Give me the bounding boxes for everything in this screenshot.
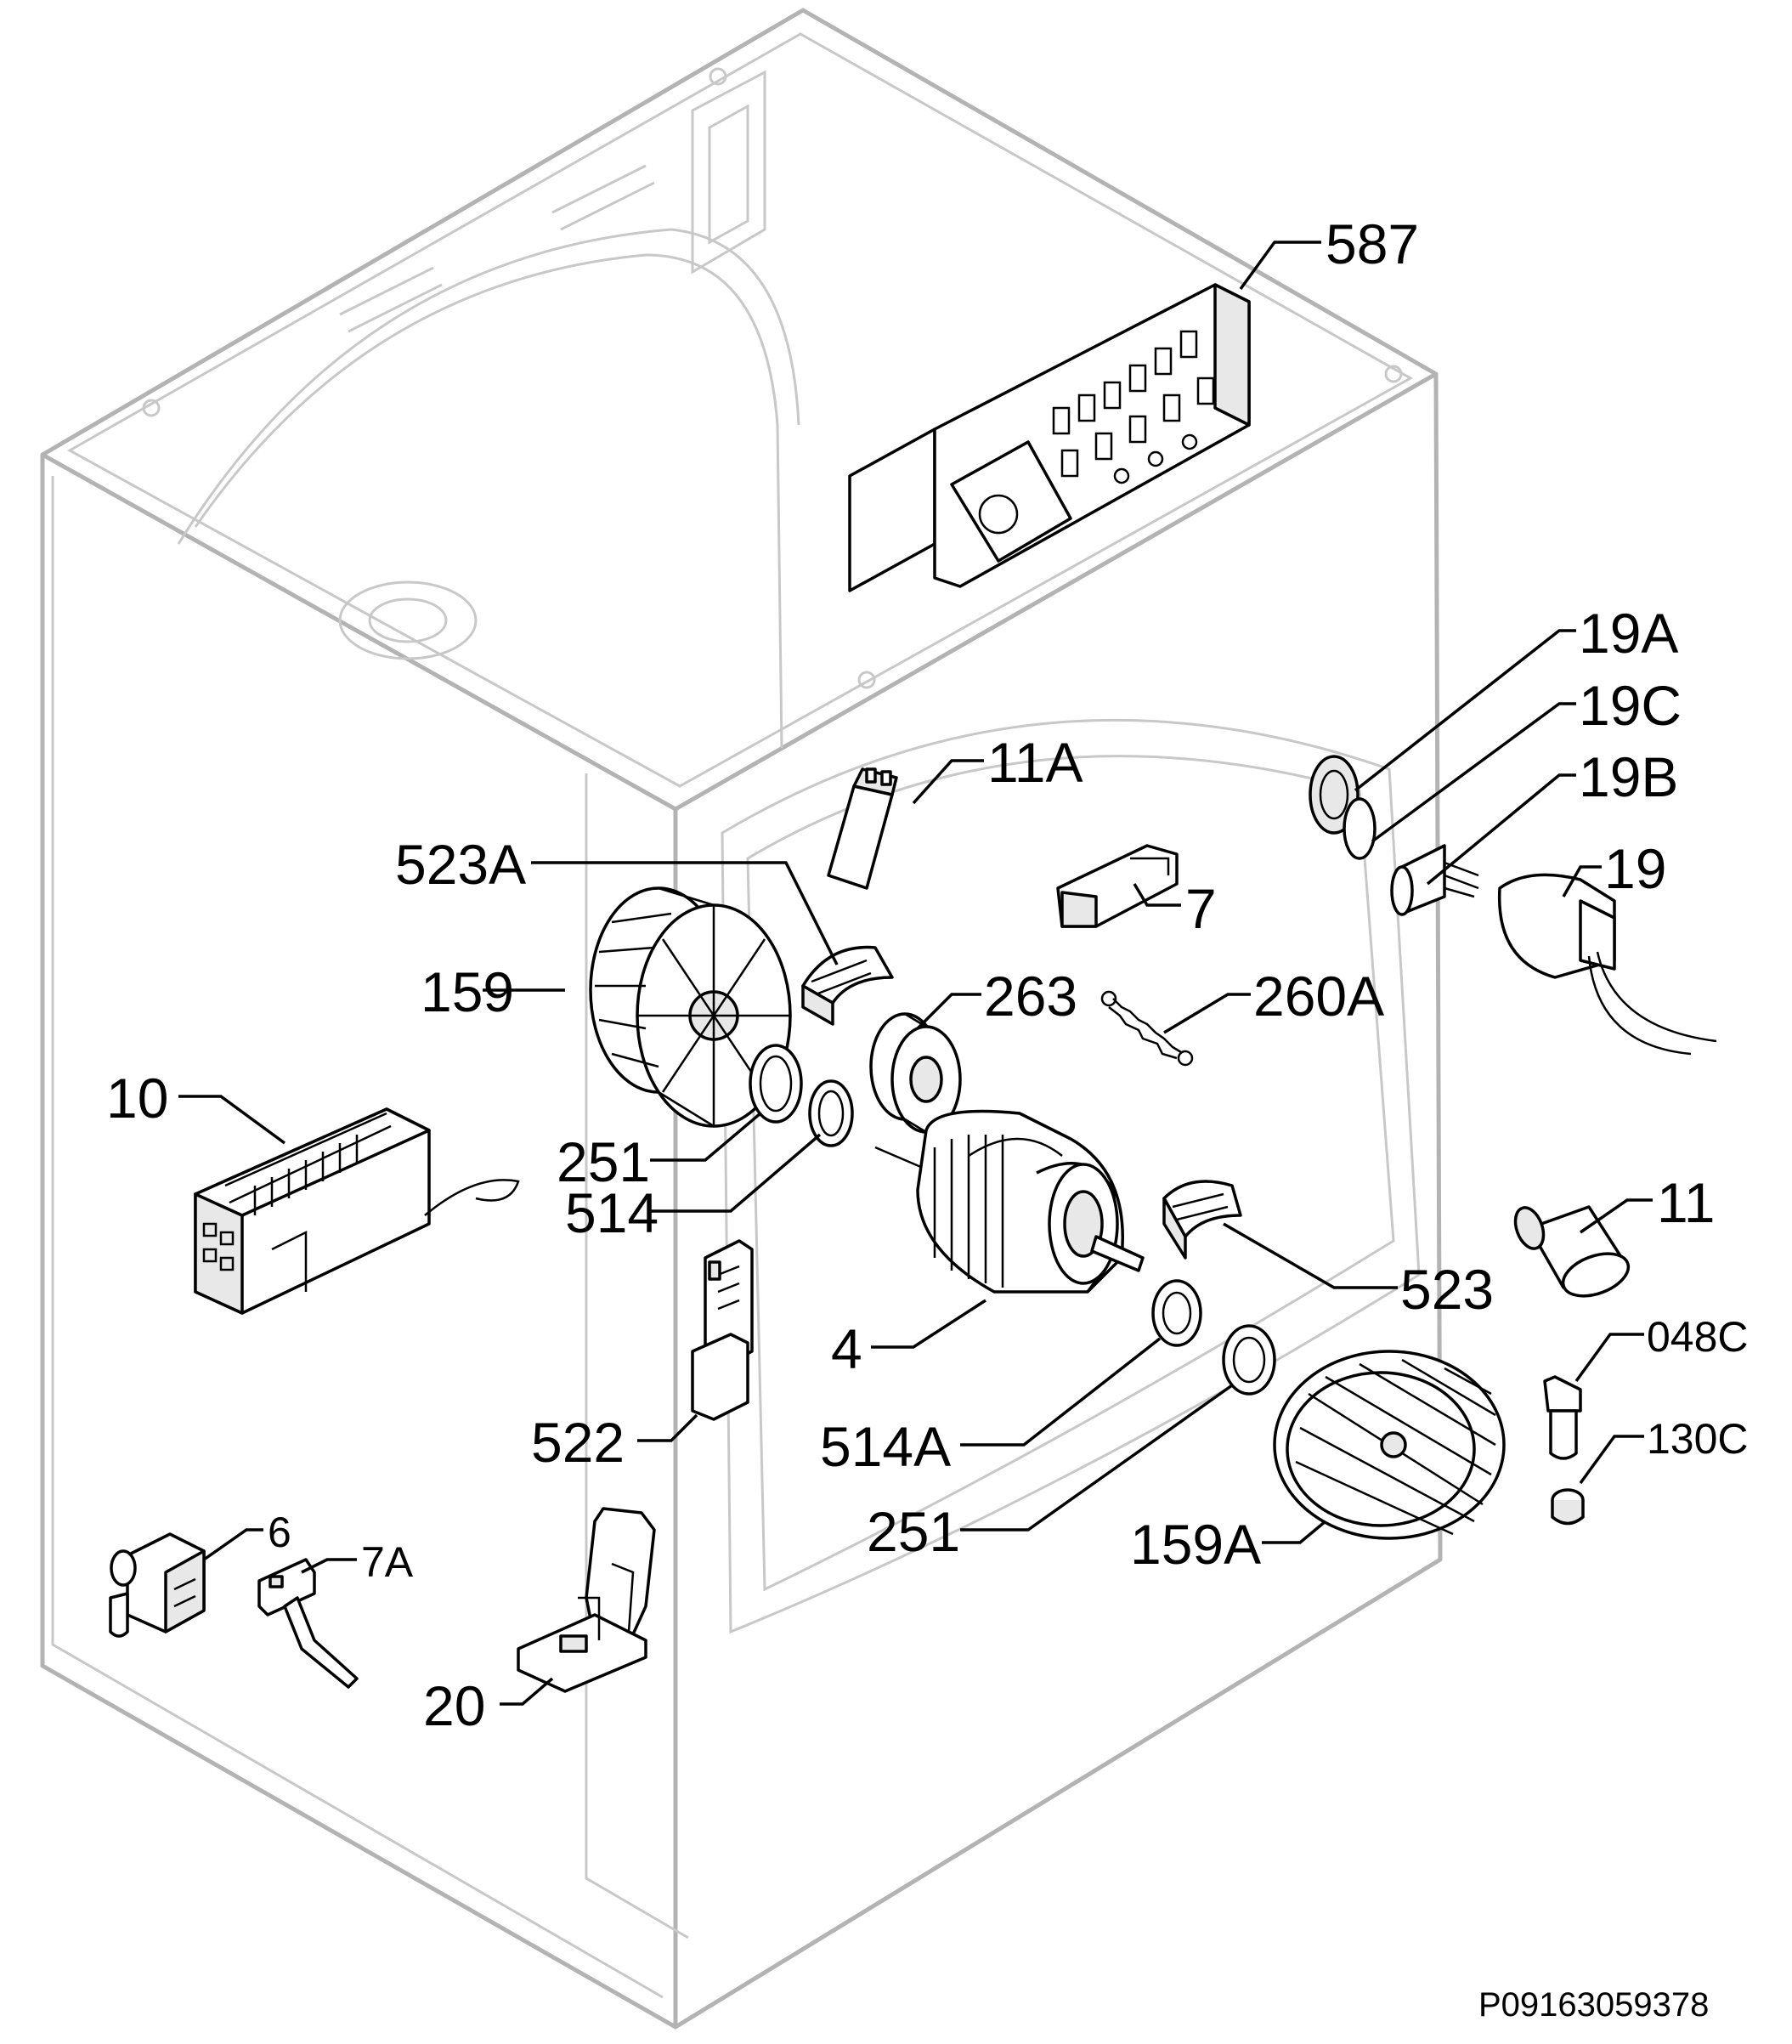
part-11-capacitor bbox=[1513, 1205, 1631, 1298]
part-522-door-lock bbox=[691, 1239, 754, 1421]
callout-523A: 523A bbox=[395, 833, 526, 896]
callout-263: 263 bbox=[984, 965, 1077, 1028]
callout-7A: 7A bbox=[361, 1538, 414, 1586]
part-159A-fan-wheel bbox=[1273, 1350, 1506, 1540]
callout-19: 19 bbox=[1604, 837, 1666, 900]
callout-514A: 514A bbox=[820, 1415, 951, 1478]
callout-19A: 19A bbox=[1579, 602, 1678, 665]
part-4-motor bbox=[874, 1109, 1145, 1294]
part-7-switch bbox=[1056, 844, 1179, 928]
part-130C-cap bbox=[1551, 1488, 1585, 1526]
part-514A-251-rings bbox=[1151, 1279, 1276, 1396]
part-11A-capacitor bbox=[827, 767, 898, 890]
part-587-control-board bbox=[848, 283, 1251, 592]
callout-7: 7 bbox=[1185, 877, 1217, 940]
callout-159: 159 bbox=[421, 960, 514, 1023]
part-523A-bracket bbox=[801, 945, 894, 1026]
cabinet-housing bbox=[40, 8, 1443, 2030]
callout-522: 522 bbox=[531, 1411, 625, 1474]
callout-labels: 587 19A 19C 19B 19 11A 523A 7 159 263 26… bbox=[106, 212, 1749, 1737]
callout-514: 514 bbox=[565, 1181, 659, 1244]
callout-19C: 19C bbox=[1579, 674, 1682, 737]
part-19-sensor-assembly bbox=[1309, 755, 1717, 1056]
callout-260A: 260A bbox=[1253, 965, 1384, 1028]
part-523-bracket bbox=[1162, 1180, 1242, 1260]
diagram-reference-code: P09163059378 bbox=[1478, 1986, 1709, 2024]
callout-20: 20 bbox=[423, 1674, 485, 1737]
callout-048C: 048C bbox=[1647, 1313, 1749, 1361]
callout-11A: 11A bbox=[987, 731, 1083, 794]
part-20-catch bbox=[517, 1507, 656, 1693]
callout-4: 4 bbox=[831, 1317, 862, 1380]
callout-251-lower: 251 bbox=[867, 1500, 960, 1563]
callout-10: 10 bbox=[106, 1067, 168, 1130]
part-6-pump bbox=[109, 1532, 206, 1638]
leader-lines bbox=[178, 241, 1653, 1706]
part-7A-microswitch bbox=[257, 1558, 359, 1689]
callout-523: 523 bbox=[1400, 1258, 1494, 1321]
callout-11: 11 bbox=[1657, 1171, 1716, 1234]
callout-19B: 19B bbox=[1579, 745, 1678, 808]
part-260A-spring bbox=[1100, 990, 1194, 1067]
callout-251-upper: 251 bbox=[557, 1130, 650, 1193]
callout-130C: 130C bbox=[1647, 1415, 1749, 1463]
part-048C-filter bbox=[1543, 1375, 1582, 1460]
part-251-514-rings bbox=[749, 1044, 854, 1147]
part-10-heater bbox=[194, 1107, 520, 1315]
callout-587: 587 bbox=[1326, 212, 1419, 275]
callout-6: 6 bbox=[268, 1509, 291, 1556]
callout-159A: 159A bbox=[1130, 1513, 1261, 1576]
